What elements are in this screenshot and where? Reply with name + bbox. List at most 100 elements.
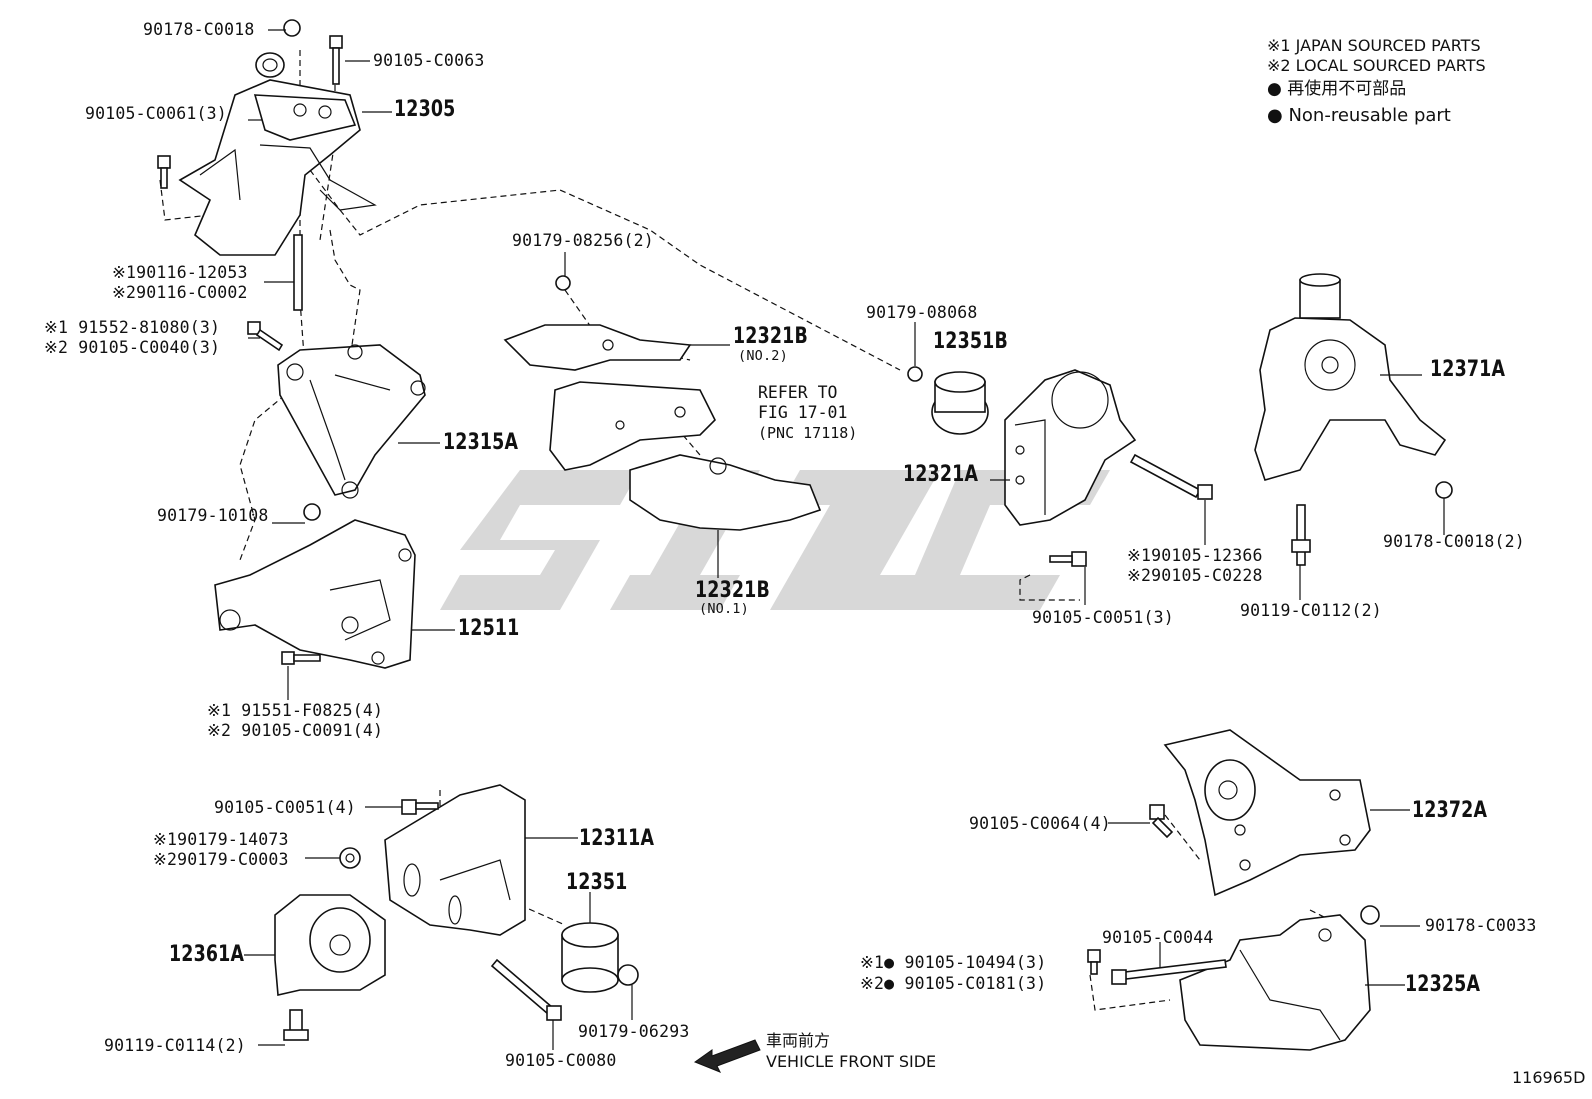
label-90105-C0061: 90105-C0061(3) [85,104,227,123]
label-90178-C0018-2: 90178-C0018(2) [1383,532,1525,551]
bolt-91551 [281,651,321,665]
label-90179-10108: 90179-10108 [157,506,269,525]
bolt-90105-C0051-4 [401,799,439,815]
label-90116-12053: ※190116-12053 [112,263,248,282]
legend-non-reusable-jp: ● 再使用不可部品 [1267,81,1406,98]
nut-90178-C0018-2 [1435,481,1453,499]
part-12325A-bracket [1179,914,1371,1051]
label-90105-C0051-4: 90105-C0051(4) [214,798,356,817]
legend-note-2: ※2 LOCAL SOURCED PARTS [1267,56,1486,75]
part-number: 90105-C0181(3) [904,974,1047,993]
part-12351-insulator [561,922,619,993]
part-12351B-insulator [931,371,989,435]
bolt-90105-C0064 [1149,804,1174,839]
label-90105-C0080: 90105-C0080 [505,1051,617,1070]
bolt-90105-12366 [1129,453,1213,500]
refer-line-1: REFER TO [758,383,838,402]
refer-line-3: (PNC 17118) [758,424,858,442]
leader-lines [244,29,1445,1050]
label-12321B-no2: 12321B [733,324,808,349]
label-12305: 12305 [394,97,456,122]
bullet-icon: ● [1267,79,1282,99]
label-90105-C0064: 90105-C0064(4) [969,814,1111,833]
label-91552-81080: ※1 91552-81080(3) [44,318,221,337]
part-12321B-no1-bracket [549,381,716,471]
part-12361A-mount [274,894,386,996]
nut-90179-10108 [303,503,321,521]
label-91551-F0825: ※1 91551-F0825(4) [207,701,384,720]
part-12372A-mount [1163,729,1371,897]
label-12321B-no1: 12321B [695,578,770,603]
label-12351B: 12351B [933,329,1008,354]
label-90105-C0051-3: 90105-C0051(3) [1032,608,1174,627]
label-90179-14073: ※190179-14073 [153,830,289,849]
label-90105-C0228: ※290105-C0228 [1127,566,1263,585]
label-90119-C0112: 90119-C0112(2) [1240,601,1382,620]
part-12321B-no1 [629,454,822,531]
label-90116-C0002: ※290116-C0002 [112,283,248,302]
bolt-90105-C0080 [490,958,562,1021]
vehicle-front-note: 車両前方 VEHICLE FRONT SIDE [766,1030,936,1072]
part-12371A-mount [1254,273,1447,481]
bullet-icon: ● [884,953,895,972]
bullet-icon: ● [884,974,895,993]
part-number: 90105-10494(3) [904,953,1047,972]
label-90105-C0181: ※2● 90105-C0181(3) [860,974,1047,993]
nut-90179-14073 [339,847,361,869]
label-12321A: 12321A [903,462,979,487]
legend-en-label: Non-reusable part [1288,105,1451,126]
label-12351: 12351 [566,870,628,895]
label-90105-12366: ※190105-12366 [1127,546,1263,565]
label-90105-C0040: ※2 90105-C0040(3) [44,338,221,357]
label-12511: 12511 [458,616,520,641]
label-no1: (NO.1) [699,601,749,617]
nut-90179-06293 [617,964,639,986]
nut-90179-08068 [907,366,923,382]
label-90179-08068: 90179-08068 [866,303,978,322]
bolt-90105-C0061 [157,155,171,189]
vehicle-front-arrow [693,1039,761,1073]
nut-90178-C0033 [1360,905,1380,925]
illustration-id: 116965D [1512,1068,1586,1087]
label-90178-C0033: 90178-C0033 [1425,916,1537,935]
bolt-90105-10494 [1087,949,1101,975]
refer-line-2: FIG 17-01 [758,403,848,422]
stud-90116 [293,234,303,311]
legend-note-1: ※1 JAPAN SOURCED PARTS [1267,36,1481,55]
label-12361A: 12361A [169,942,245,967]
label-90105-C0063: 90105-C0063 [373,51,485,70]
label-90179-08256: 90179-08256(2) [512,231,654,250]
label-12315A: 12315A [443,430,519,455]
label-no2: (NO.2) [738,348,788,364]
bolt-90105-C0044 [1111,959,1227,985]
part-12321A-bracket [1004,369,1137,526]
bolt-90105-C0051-3 [1049,551,1087,567]
vehicle-front-en: VEHICLE FRONT SIDE [766,1052,937,1071]
bolt-90105-C0063 [329,35,343,85]
bolt-91552 [247,321,284,352]
part-12311A-bracket [384,784,526,936]
part-12511-bracket [214,519,416,669]
part-12315A-bracket [277,344,426,499]
bullet-icon: ● [1267,105,1283,126]
note-1-mark: ※1 [860,953,885,972]
refer-note: REFER TO FIG 17-01 (PNC 17118) [758,383,857,443]
part-12305-upper-mount [178,52,377,256]
stud-90119-C0112 [1291,504,1311,566]
label-90119-C0114: 90119-C0114(2) [104,1036,246,1055]
vehicle-front-jp: 車両前方 [766,1031,831,1050]
label-90179-06293: 90179-06293 [578,1022,690,1041]
label-12372A: 12372A [1412,798,1488,823]
part-12321B-no2 [503,324,692,371]
stud-90119-C0114 [283,1009,309,1041]
label-12311A: 12311A [579,826,655,851]
label-90179-C0003: ※290179-C0003 [153,850,289,869]
label-12371A: 12371A [1430,357,1506,382]
note-2-mark: ※2 [860,974,885,993]
label-12325A: 12325A [1405,972,1481,997]
legend-jp-label: 再使用不可部品 [1287,79,1407,99]
label-90105-C0044: 90105-C0044 [1102,928,1214,947]
bolt-90178-C0018 [283,19,301,37]
label-90178-C0018: 90178-C0018 [143,20,255,39]
